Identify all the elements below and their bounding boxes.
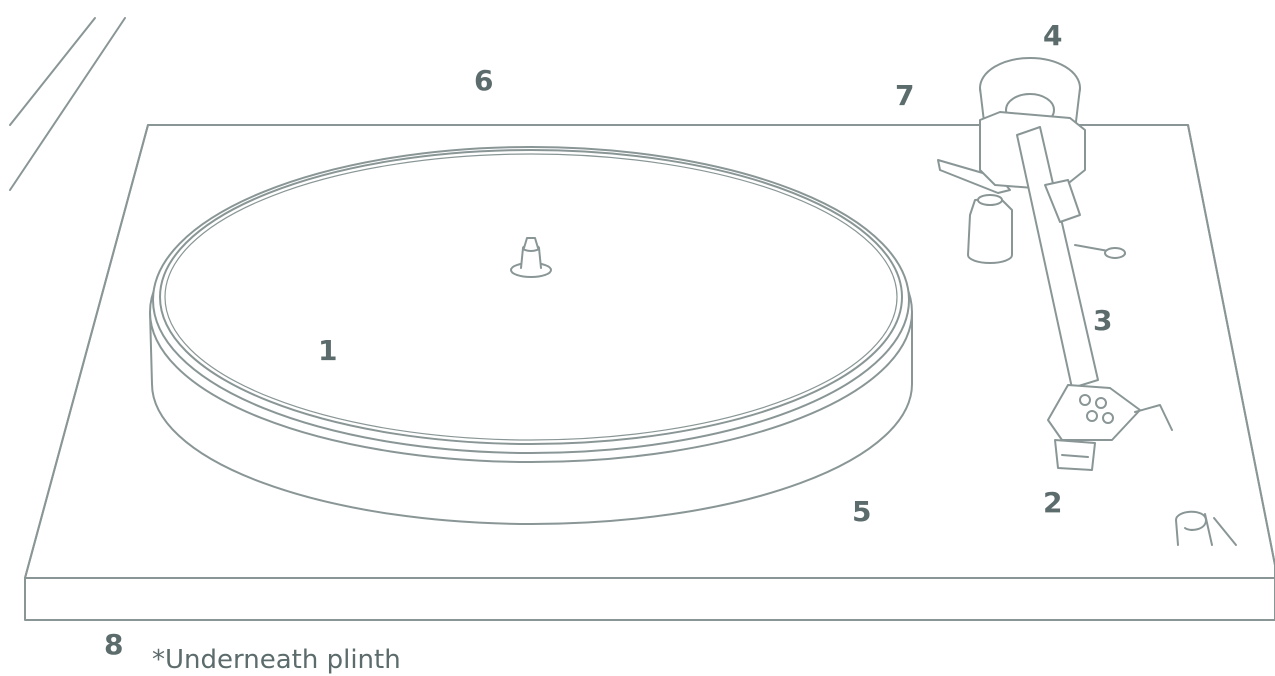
callout-5-plinth: 5 <box>852 495 871 528</box>
callout-1-platter: 1 <box>318 334 337 367</box>
dust-cover-edge <box>10 18 125 190</box>
platter <box>150 147 912 524</box>
callout-8-feet: 8 <box>104 628 123 661</box>
callout-2-cartridge: 2 <box>1043 486 1062 519</box>
callout-6-belt: 6 <box>474 64 493 97</box>
callout-7-arm-lift: 7 <box>895 79 914 112</box>
footnote-underneath-plinth: *Underneath plinth <box>152 645 401 675</box>
callout-3-tonearm: 3 <box>1093 304 1112 337</box>
callout-4-counterweight: 4 <box>1043 19 1062 52</box>
